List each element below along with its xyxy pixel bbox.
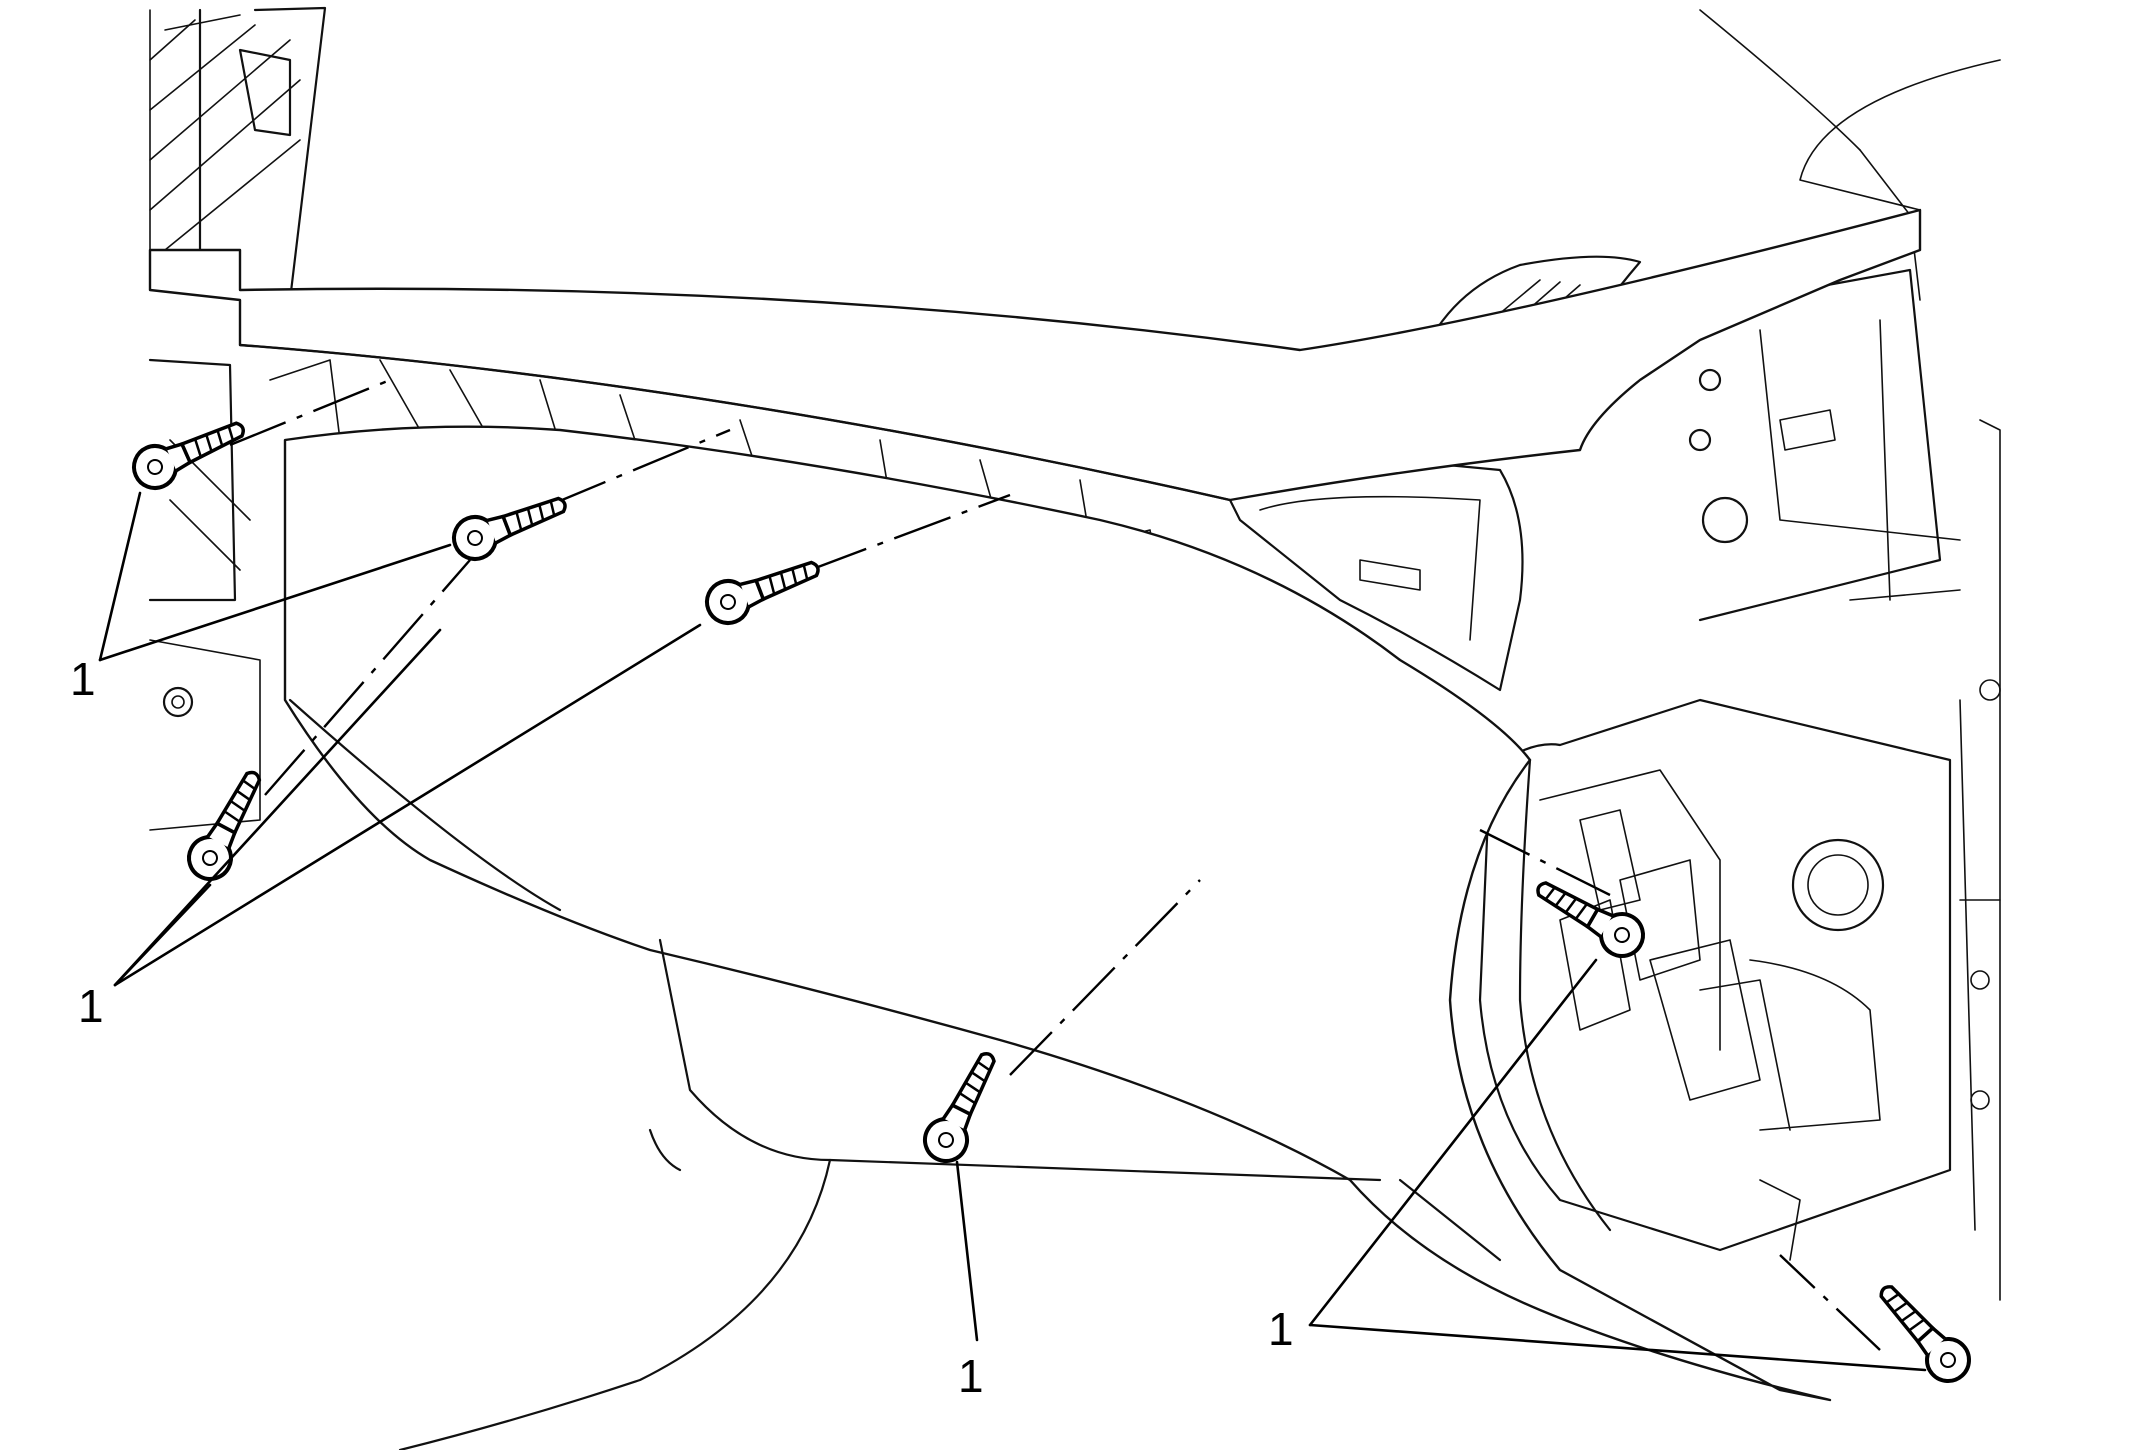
screw-icon (1866, 1272, 1980, 1392)
screw-icon (915, 1042, 1011, 1171)
callout-label-upper-left: 1 (70, 653, 96, 705)
callout-labels: 1 1 1 1 (70, 653, 1294, 1402)
instrument-panel-upper (148, 208, 1922, 502)
leader-lines (98, 491, 1927, 1372)
callout-label-middle-left: 1 (78, 980, 104, 1032)
callout-label-bottom-right: 1 (1268, 1303, 1294, 1355)
screw-icon (182, 763, 274, 886)
screw-icon (1526, 866, 1653, 966)
alignment-lines (229, 378, 1881, 1351)
instrument-panel-lower-cover (283, 425, 1832, 1450)
callout-label-bottom-center: 1 (958, 1350, 984, 1402)
